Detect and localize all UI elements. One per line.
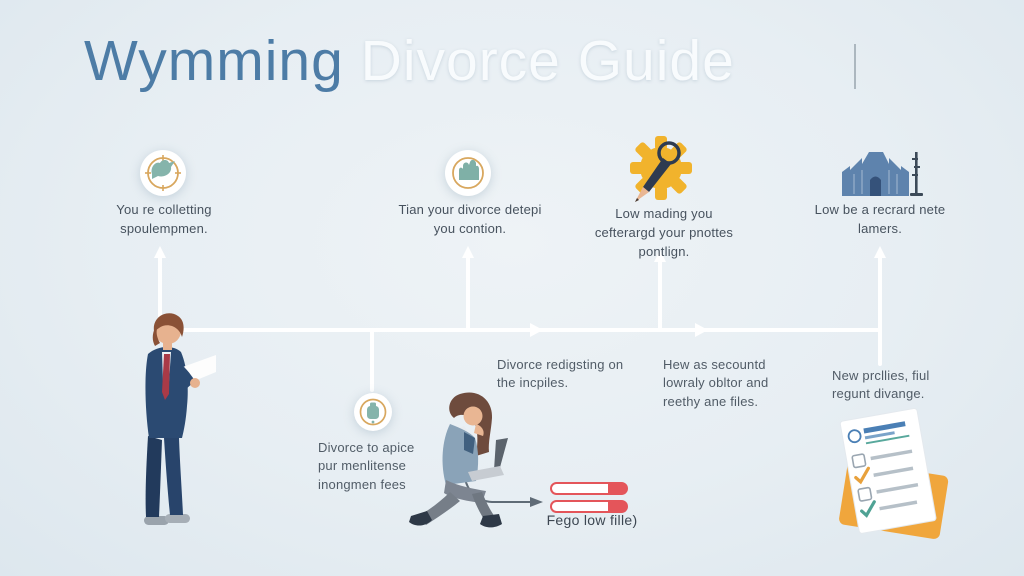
file-label: Fego low fille): [546, 512, 638, 528]
checkmark-icon: [854, 466, 870, 485]
arrow-up-icon: [462, 246, 474, 258]
arrow-up-icon: [654, 250, 666, 262]
step4-caption: Low be a recrard nete lamers.: [814, 202, 946, 236]
title-highlight: Wymming: [84, 29, 344, 93]
arrow-right-icon: [530, 323, 543, 337]
note-new-profiles: New prcllies, fiul regunt divange.: [832, 368, 930, 402]
page-title: Wymming Divorce Guide: [84, 28, 735, 94]
fees-badge: [354, 393, 392, 431]
step1-caption: You re colletting spoulempmen.: [116, 202, 212, 236]
document-folder-icon: [452, 157, 484, 189]
step1-badge: [140, 150, 186, 196]
checkmark-icon: [860, 500, 876, 518]
compass-bird-icon: [145, 155, 181, 191]
survey-marker-icon: [910, 152, 923, 196]
step3-caption: Low mading you cefterargd your pnottes p…: [594, 206, 734, 259]
step4-badge: [834, 142, 924, 205]
file-pill: [550, 500, 628, 513]
checklist-document-illustration: [826, 407, 958, 553]
arrow-up-icon: [154, 246, 166, 258]
step2-badge: [445, 150, 491, 196]
sitting-woman-illustration: [398, 388, 530, 535]
step3-badge: [618, 124, 704, 217]
note-second-obligor: Hew as secountd lowraly obltor and reeth…: [663, 357, 769, 409]
file-pill: [550, 482, 628, 495]
note-divorce-fees: Divorce to apice pur menlitense inongmen…: [318, 440, 415, 492]
title-rest: Divorce Guide: [360, 29, 735, 93]
arrow-up-icon: [874, 246, 886, 258]
jar-icon: [359, 398, 387, 426]
checklist-paper: [839, 407, 937, 534]
stacked-files-icon: [550, 482, 628, 513]
checkbox-empty-icon: [857, 486, 873, 502]
text-cursor-line: [854, 44, 856, 89]
arrow-right-icon: [530, 497, 543, 507]
courthouse-icon: [842, 152, 923, 196]
arrow-right-icon: [695, 323, 708, 337]
checkbox-empty-icon: [851, 453, 867, 469]
standing-man-illustration: [104, 310, 221, 549]
timeline-main-line: [158, 250, 882, 332]
note-divorce-registering: Divorce redigsting on the incpiles.: [497, 357, 624, 391]
gear-magnifier-icon: [630, 136, 692, 202]
step2-caption: Tian your divorce detepi you contion.: [398, 202, 542, 236]
